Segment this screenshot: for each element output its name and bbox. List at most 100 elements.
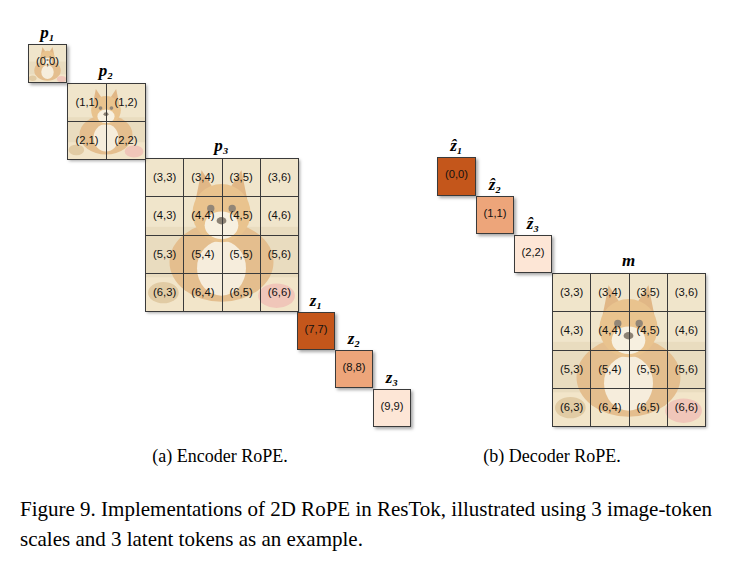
token-box: ẑ₃(2,2) <box>514 235 552 273</box>
token-name: p₃ <box>145 135 298 156</box>
image-token-cell: (5,4) <box>183 235 222 274</box>
position-index: (4,4) <box>591 312 628 349</box>
position-index: (6,4) <box>184 274 221 311</box>
subfigure-caption: (a) Encoder RoPE. <box>152 446 287 467</box>
image-token-cell: (6,4) <box>590 388 629 427</box>
image-token-cell: (4,3) <box>145 196 184 235</box>
image-token-cell: (6,3) <box>145 273 184 312</box>
image-token-cell: (3,5) <box>629 273 668 312</box>
token-name: ẑ₃ <box>515 213 551 234</box>
position-index: (6,4) <box>591 389 628 426</box>
token-grid: p₂(1,1)(1,2)(2,1)(2,2) <box>67 83 145 159</box>
image-token-cell: (3,6) <box>260 158 299 197</box>
position-index: (7,7) <box>298 311 334 347</box>
token-box: ẑ₂(1,1) <box>476 196 514 234</box>
position-index: (4,6) <box>668 312 705 349</box>
image-token-cell: (1,1) <box>67 83 107 122</box>
position-index: (6,6) <box>261 274 298 311</box>
image-token-cell: (3,6) <box>667 273 706 312</box>
position-index: (5,4) <box>591 351 628 388</box>
position-index: (3,5) <box>223 159 260 196</box>
position-index: (4,6) <box>261 197 298 234</box>
figure-caption: Figure 9. Implementations of 2D RoPE in … <box>20 494 720 554</box>
image-token-cell: (2,1) <box>67 121 107 160</box>
position-index: (2,1) <box>68 122 106 159</box>
position-index: (1,1) <box>68 84 106 121</box>
token-name: m <box>552 250 705 271</box>
token-grid: m(3,3)(3,4)(3,5)(3,6)(4,3)(4,4)(4,5)(4,6… <box>552 273 705 426</box>
position-index: (6,5) <box>630 389 667 426</box>
image-token-cell: (4,3) <box>552 311 591 350</box>
position-index: (3,5) <box>630 274 667 311</box>
image-token-cell: (5,6) <box>260 235 299 274</box>
image-token-cell: (5,3) <box>145 235 184 274</box>
image-token-cell: (4,4) <box>183 196 222 235</box>
image-token-cell: (6,5) <box>629 388 668 427</box>
image-token-cell: (5,3) <box>552 350 591 389</box>
position-index: (3,6) <box>668 274 705 311</box>
token-name: ẑ₂ <box>477 174 513 195</box>
position-index: (3,3) <box>553 274 590 311</box>
token-box: z₁(7,7) <box>297 312 335 350</box>
position-index: (5,4) <box>184 236 221 273</box>
token-name: z₃ <box>374 367 410 388</box>
position-index: (5,3) <box>146 236 183 273</box>
token-grid: p₃(3,3)(3,4)(3,5)(3,6)(4,3)(4,4)(4,5)(4,… <box>145 158 298 311</box>
position-index: (2,2) <box>515 234 551 270</box>
dog-image <box>28 44 67 83</box>
position-index: (5,5) <box>223 236 260 273</box>
image-token-cell: (6,5) <box>222 273 261 312</box>
position-index: (3,4) <box>184 159 221 196</box>
position-index: (2,2) <box>107 122 145 159</box>
image-token-cell: (3,4) <box>590 273 629 312</box>
position-index: (5,6) <box>261 236 298 273</box>
image-token-cell: (3,5) <box>222 158 261 197</box>
image-token-cell: (3,3) <box>552 273 591 312</box>
image-token-cell: (4,4) <box>590 311 629 350</box>
position-index: (4,5) <box>223 197 260 234</box>
token-name: z₂ <box>336 328 372 349</box>
image-token-cell: (6,3) <box>552 388 591 427</box>
token-name: p₁ <box>29 22 66 43</box>
position-index: (6,3) <box>553 389 590 426</box>
position-index: (9,9) <box>374 388 410 424</box>
position-index: (4,4) <box>184 197 221 234</box>
image-token-cell: (5,4) <box>590 350 629 389</box>
dog-image <box>552 273 705 426</box>
position-index: (3,3) <box>146 159 183 196</box>
token-box: p₁(0,0) <box>28 44 67 83</box>
position-index: (5,6) <box>668 351 705 388</box>
position-index: (1,1) <box>477 195 513 231</box>
token-name: ẑ₁ <box>438 135 475 156</box>
token-box: ẑ₁(0,0) <box>437 157 476 196</box>
position-index: (5,5) <box>630 351 667 388</box>
token-box: z₃(9,9) <box>373 389 411 427</box>
image-token-cell: (5,5) <box>222 235 261 274</box>
image-token-cell: (4,5) <box>629 311 668 350</box>
token-name: z₁ <box>298 290 334 311</box>
image-token-cell: (5,5) <box>629 350 668 389</box>
image-token-cell: (6,6) <box>260 273 299 312</box>
position-index: (4,3) <box>553 312 590 349</box>
position-index: (6,3) <box>146 274 183 311</box>
image-token-cell: (6,4) <box>183 273 222 312</box>
image-token-cell: (4,6) <box>260 196 299 235</box>
position-index: (3,6) <box>261 159 298 196</box>
image-token-cell: (2,2) <box>106 121 146 160</box>
image-token-cell: (6,6) <box>667 388 706 427</box>
dog-image <box>67 83 145 159</box>
position-index: (4,3) <box>146 197 183 234</box>
image-token-cell: (4,5) <box>222 196 261 235</box>
position-index: (5,3) <box>553 351 590 388</box>
position-index: (3,4) <box>591 274 628 311</box>
image-token-cell: (3,4) <box>183 158 222 197</box>
image-token-cell: (5,6) <box>667 350 706 389</box>
token-box: z₂(8,8) <box>335 350 373 388</box>
token-name: p₂ <box>67 60 145 81</box>
position-index: (6,5) <box>223 274 260 311</box>
position-index: (6,6) <box>668 389 705 426</box>
image-token-cell: (3,3) <box>145 158 184 197</box>
image-token-cell: (1,2) <box>106 83 146 122</box>
subfigure-caption: (b) Decoder RoPE. <box>483 446 620 467</box>
